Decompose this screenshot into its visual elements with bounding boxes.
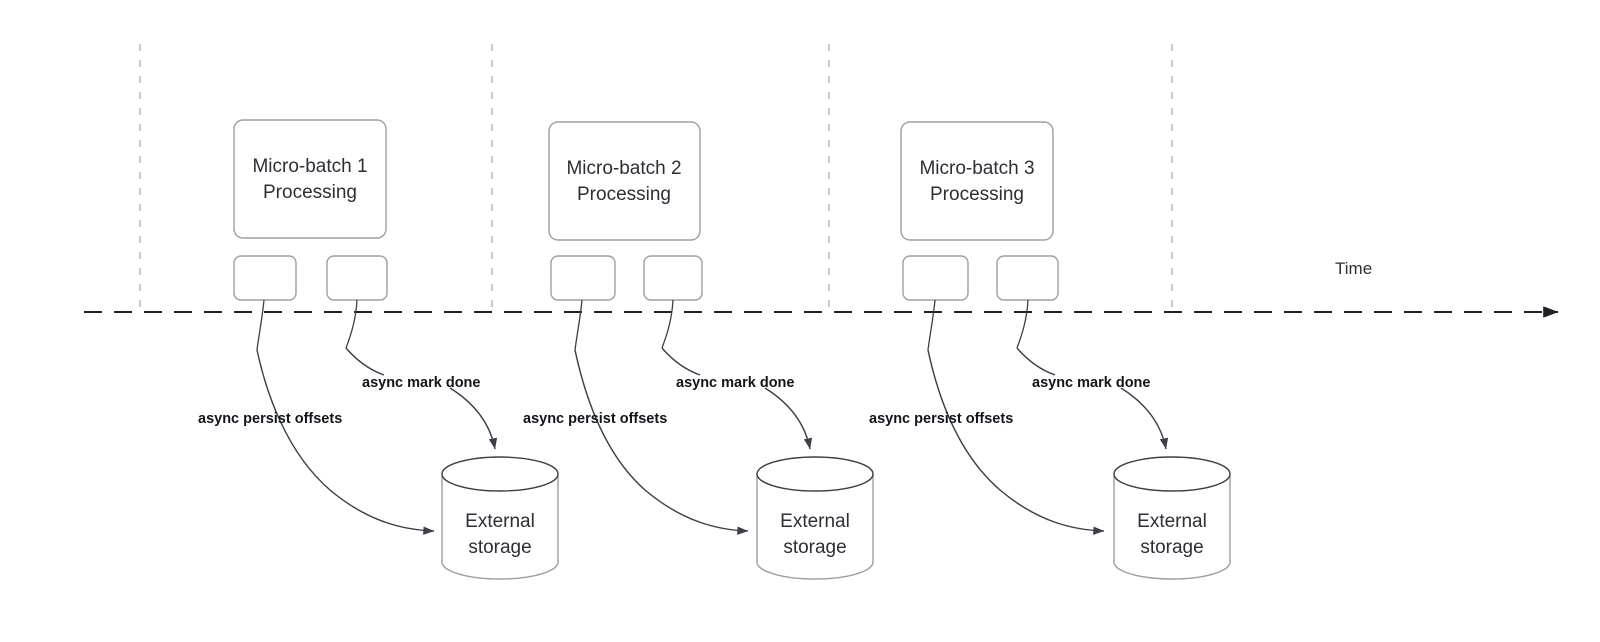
external-storage-2-body[interactable]	[756, 473, 874, 580]
group-3: Micro-batch 3 Processing async persist o…	[869, 121, 1231, 580]
group-2: Micro-batch 2 Processing async persist o…	[523, 121, 874, 580]
time-axis-label: Time	[1335, 259, 1372, 278]
micro-batch-2-box[interactable]: Micro-batch 2 Processing	[548, 121, 701, 241]
edge-mark-done-2-path-b	[764, 387, 813, 450]
edge-mark-done-3-path-a	[1016, 347, 1056, 376]
edge-persist-3-label: async persist offsets	[869, 411, 1013, 427]
marker-3a-box[interactable]	[902, 255, 969, 301]
external-storage-1[interactable]: External storage	[441, 456, 559, 580]
micro-batch-1-box[interactable]: Micro-batch 1 Processing	[233, 119, 387, 239]
marker-3b-box[interactable]	[996, 255, 1059, 301]
edge-persist-2-label: async persist offsets	[523, 411, 667, 427]
edge-mark-done-2: async mark done	[661, 347, 813, 450]
edge-mark-done-1-path-a	[345, 347, 385, 376]
external-storage-1-label-line1: External	[465, 511, 535, 532]
external-storage-1-label-line2: storage	[468, 537, 531, 558]
micro-batch-2-rect[interactable]	[548, 121, 701, 241]
external-storage-1-body[interactable]	[441, 473, 559, 580]
edge-mark-done-3-path-b	[1120, 387, 1169, 450]
edge-persist-1: async persist offsets	[198, 349, 435, 535]
micro-batch-2-label-line1: Micro-batch 2	[566, 158, 681, 179]
external-storage-3-label-line1: External	[1137, 511, 1207, 532]
marker-1a-box[interactable]	[233, 255, 297, 301]
edge-mark-done-3: async mark done	[1016, 347, 1169, 450]
edge-persist-2-path	[574, 349, 749, 535]
marker-3a-connector	[927, 299, 936, 351]
marker-3b-connector	[1016, 299, 1029, 349]
marker-2b-connector	[661, 299, 674, 349]
external-storage-2-label-line2: storage	[783, 537, 846, 558]
edge-mark-done-3-label: async mark done	[1032, 375, 1150, 391]
edge-persist-3: async persist offsets	[869, 349, 1105, 535]
external-storage-2-label-line1: External	[780, 511, 850, 532]
micro-batch-1-label-line2: Processing	[263, 182, 357, 203]
external-storage-3[interactable]: External storage	[1113, 456, 1231, 580]
edge-mark-done-1-path-b	[449, 387, 498, 450]
external-storage-3-top	[1113, 456, 1231, 492]
external-storage-2[interactable]: External storage	[756, 456, 874, 580]
marker-1b-connector	[345, 299, 358, 349]
marker-1a-connector	[256, 299, 265, 351]
marker-2a-box[interactable]	[550, 255, 616, 301]
marker-2b-box[interactable]	[643, 255, 703, 301]
micro-batch-1-label-line1: Micro-batch 1	[252, 156, 367, 177]
external-storage-1-top	[441, 456, 559, 492]
edge-persist-1-label: async persist offsets	[198, 411, 342, 427]
edge-persist-3-path	[927, 349, 1105, 535]
separator-lines	[139, 44, 1173, 310]
micro-batch-1-rect[interactable]	[233, 119, 387, 239]
micro-batch-2-label-line2: Processing	[577, 184, 671, 205]
edge-mark-done-2-path-a	[661, 347, 701, 376]
micro-batch-3-label-line2: Processing	[930, 184, 1024, 205]
edge-mark-done-2-label: async mark done	[676, 375, 794, 391]
external-storage-3-body[interactable]	[1113, 473, 1231, 580]
micro-batch-3-box[interactable]: Micro-batch 3 Processing	[900, 121, 1054, 241]
edge-mark-done-1: async mark done	[345, 347, 498, 450]
micro-batch-3-label-line1: Micro-batch 3	[919, 158, 1034, 179]
edge-persist-1-path	[256, 349, 435, 535]
marker-1b-box[interactable]	[326, 255, 388, 301]
external-storage-2-top	[756, 456, 874, 492]
marker-2a-connector	[574, 299, 583, 351]
edge-persist-2: async persist offsets	[523, 349, 749, 535]
time-axis: Time	[84, 259, 1559, 318]
edge-mark-done-1-label: async mark done	[362, 375, 480, 391]
group-1: Micro-batch 1 Processing async persist o…	[198, 119, 559, 580]
external-storage-3-label-line2: storage	[1140, 537, 1203, 558]
micro-batch-3-rect[interactable]	[900, 121, 1054, 241]
